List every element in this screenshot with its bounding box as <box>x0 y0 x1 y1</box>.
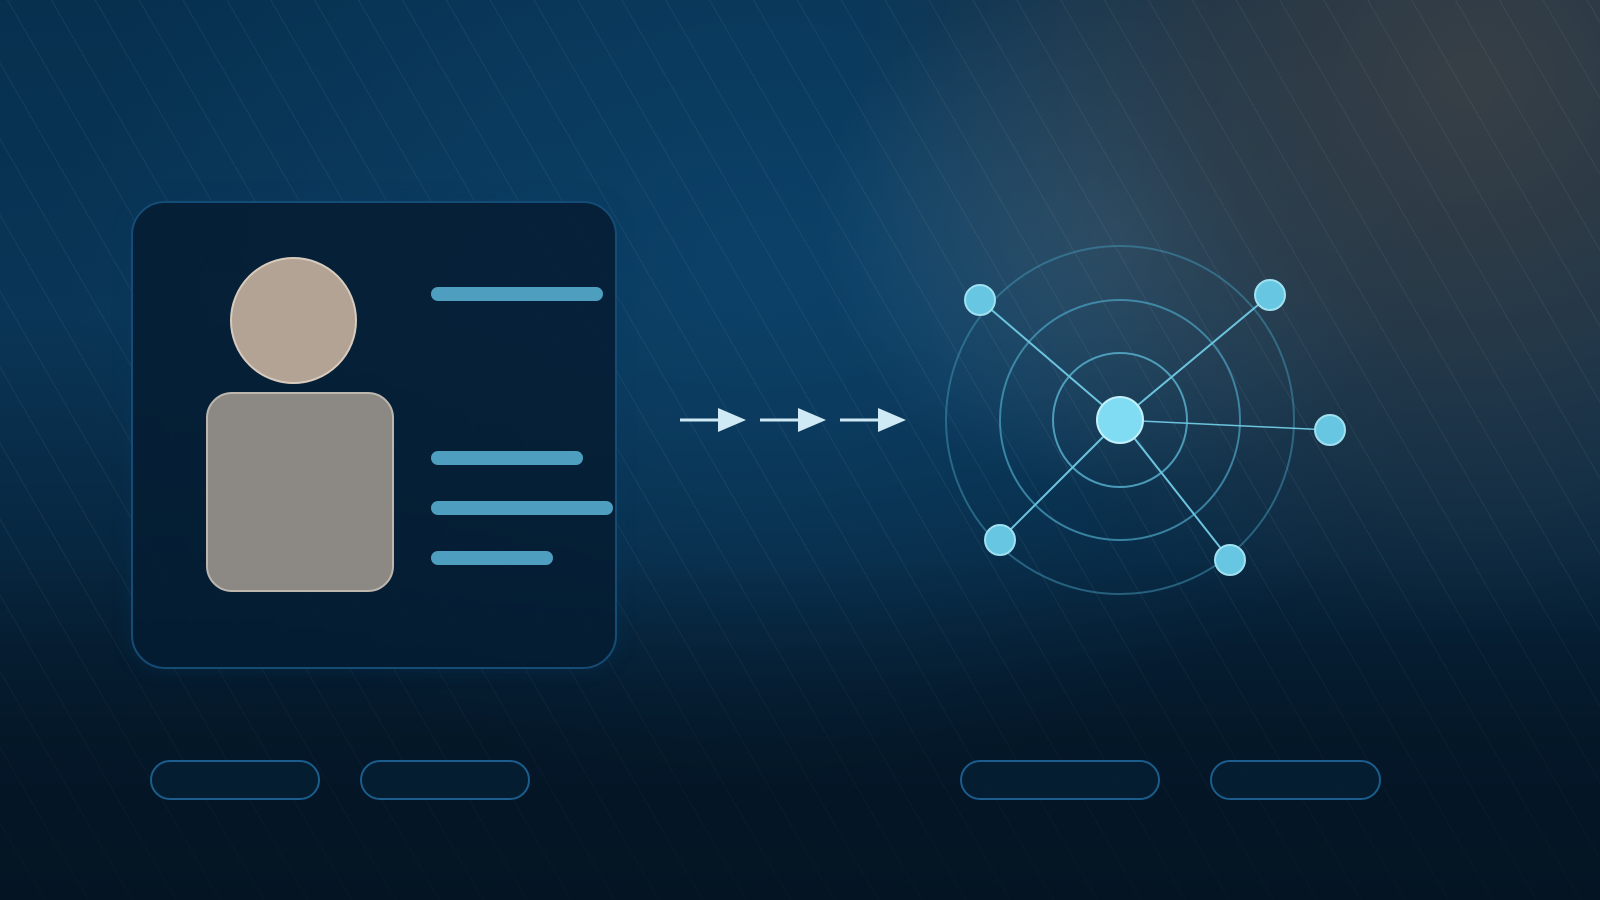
profile-info-line <box>431 551 553 565</box>
network-node <box>964 284 996 316</box>
flow-arrows-icon <box>680 408 906 432</box>
network-node <box>1214 544 1246 576</box>
arrow-right-icon <box>840 408 906 432</box>
arrow-right-icon <box>680 408 746 432</box>
network-link <box>999 419 1121 541</box>
network-link <box>979 299 1121 421</box>
pill-button[interactable] <box>1210 760 1381 800</box>
network-ring-inner <box>1052 352 1188 488</box>
profile-card <box>131 201 617 669</box>
network-hub <box>1096 396 1144 444</box>
profile-info-line <box>431 287 603 301</box>
avatar-body-icon <box>206 392 394 592</box>
network-link <box>1119 419 1231 561</box>
network-link <box>1119 419 1331 431</box>
pill-button[interactable] <box>360 760 530 800</box>
network-ring-middle <box>999 299 1241 541</box>
network-node <box>1314 414 1346 446</box>
network-graphic <box>945 245 1346 595</box>
profile-info-line <box>431 501 613 515</box>
pill-button[interactable] <box>150 760 320 800</box>
avatar-head-icon <box>230 257 357 384</box>
network-link <box>1119 294 1271 421</box>
network-ring-outer <box>945 245 1295 595</box>
network-node <box>1254 279 1286 311</box>
profile-info-line <box>431 451 583 465</box>
pill-button[interactable] <box>960 760 1160 800</box>
network-node <box>984 524 1016 556</box>
arrow-right-icon <box>760 408 826 432</box>
